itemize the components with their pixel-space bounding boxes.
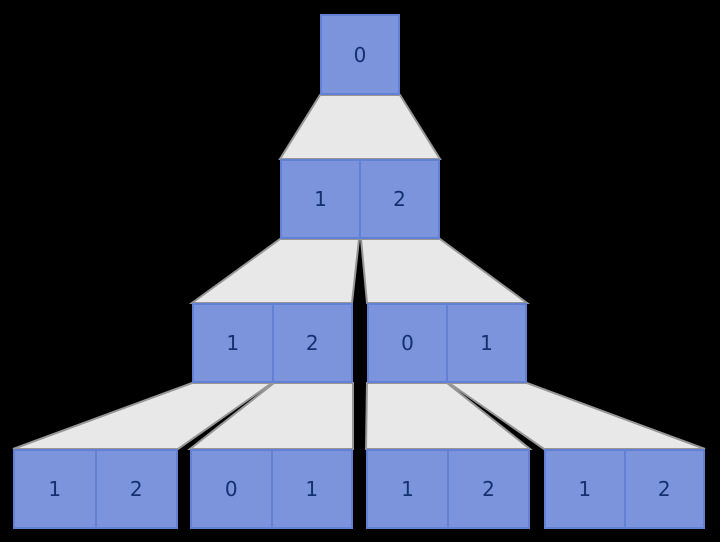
level-1-node: 0 — [320, 14, 400, 95]
link-level2-to-level3-right — [359, 238, 531, 304]
link-level3right-to-node4 — [445, 382, 706, 450]
node-cell-label: 2 — [623, 451, 704, 527]
link-level3right-to-node3 — [364, 382, 533, 450]
node-cell-label: 0 — [224, 477, 238, 501]
node-cell-label: 1 — [226, 331, 240, 355]
node-cell-label: 2 — [271, 305, 352, 381]
node-cell-label: 1 — [446, 305, 525, 381]
node-cell-label: 2 — [447, 451, 528, 527]
node-cell-label: 1 — [401, 477, 414, 501]
node-cell-label: 1 — [314, 187, 327, 211]
node-cell-label: 2 — [94, 451, 177, 527]
link-level2-to-level3-left — [188, 238, 361, 304]
node-cell-label: 0 — [353, 42, 367, 67]
node-cell-label: 2 — [359, 161, 438, 237]
link-level3left-to-node2 — [187, 382, 354, 450]
node-cell-label: 0 — [401, 331, 414, 355]
link-root-to-level2 — [278, 94, 442, 160]
node-cell-label: 1 — [48, 477, 62, 501]
link-level3left-to-node1 — [12, 382, 276, 450]
node-cell-label: 1 — [270, 451, 352, 527]
node-cell-label: 1 — [578, 477, 592, 501]
